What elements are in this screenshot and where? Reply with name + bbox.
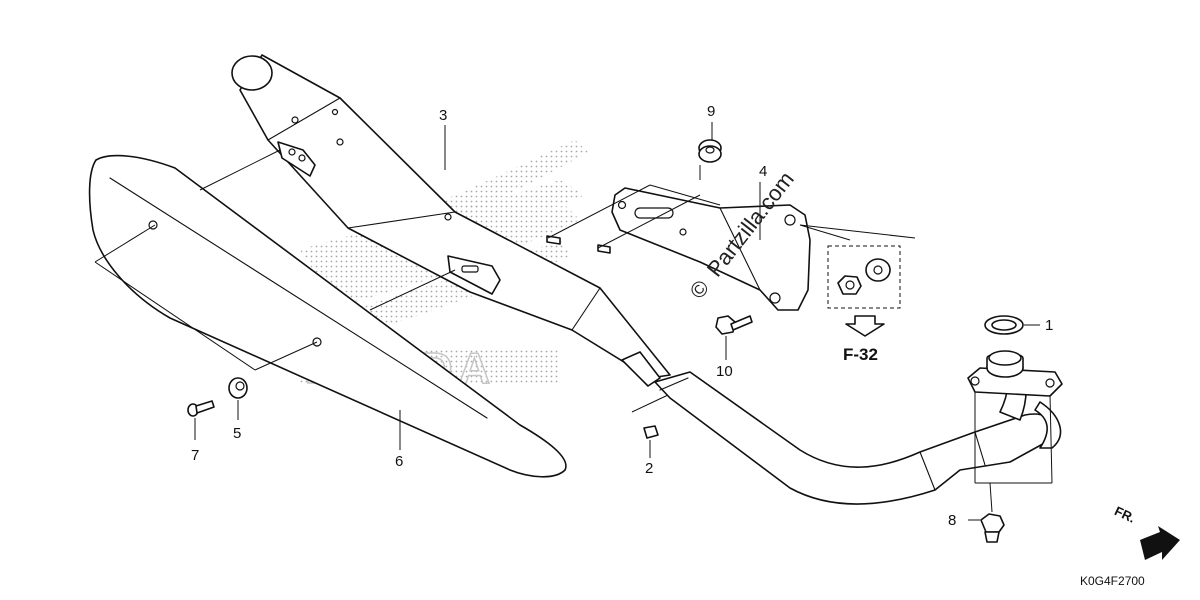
clip-2 <box>643 425 659 439</box>
bolt-10 <box>715 315 753 335</box>
diagram-code: K0G4F2700 <box>1080 574 1145 588</box>
exhaust-pipe <box>654 350 1063 505</box>
exhaust-gasket <box>984 315 1040 335</box>
callout-2: 2 <box>645 460 653 477</box>
callout-7: 7 <box>191 447 199 464</box>
leader-lines <box>94 122 1053 521</box>
callout-6: 6 <box>395 453 403 470</box>
muffler-protector <box>88 154 567 478</box>
callout-8: 8 <box>948 512 956 529</box>
direction-label: FR. <box>1112 503 1137 525</box>
callout-9: 9 <box>707 103 715 120</box>
front-arrow-icon <box>1140 526 1180 560</box>
nut-washer-set <box>827 245 901 337</box>
grommet-5 <box>228 377 248 399</box>
callout-10: 10 <box>716 363 733 380</box>
callout-1: 1 <box>1045 317 1053 334</box>
reference-label: F-32 <box>843 345 878 364</box>
muffler <box>231 54 671 387</box>
callout-5: 5 <box>233 425 241 442</box>
screw-7 <box>187 400 215 417</box>
watermark-symbol: © <box>684 275 714 303</box>
grommet-9 <box>698 139 722 163</box>
front-direction-indicator: FR. <box>1112 503 1180 560</box>
nut-8 <box>980 513 1005 543</box>
callout-3: 3 <box>439 107 447 124</box>
callout-4: 4 <box>759 163 767 180</box>
